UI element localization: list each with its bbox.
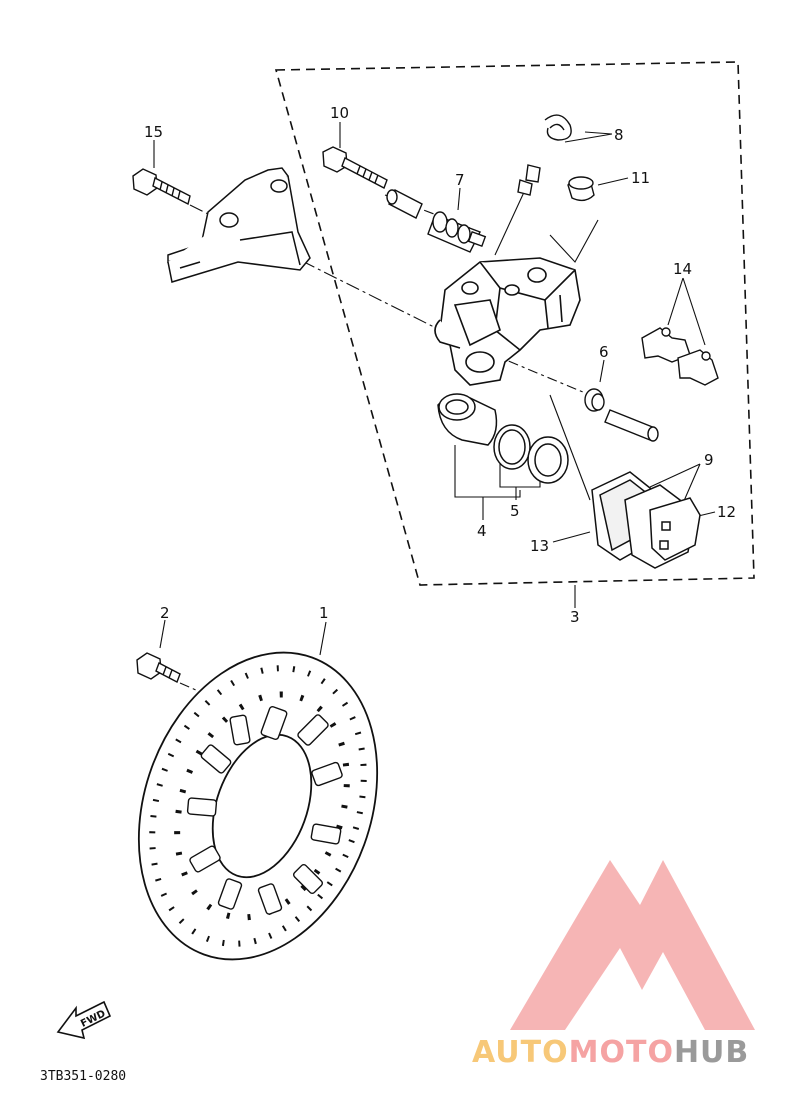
callout-1: 1 xyxy=(319,604,329,622)
callout-4: 4 xyxy=(477,522,487,540)
callout-2: 2 xyxy=(160,604,170,622)
diagram-code: 3TB351-0280 xyxy=(40,1069,126,1084)
callout-labels: 1 2 3 4 5 6 7 8 9 10 11 12 13 14 15 xyxy=(144,104,736,626)
callout-9: 9 xyxy=(704,451,714,469)
watermark-triangle-icon xyxy=(510,860,755,1030)
forward-arrow-icon: FWD xyxy=(56,1000,112,1040)
callout-8: 8 xyxy=(614,126,624,144)
piston-4 xyxy=(437,393,498,446)
pin-6 xyxy=(584,388,659,442)
boot-7 xyxy=(427,211,487,253)
callout-11: 11 xyxy=(631,169,650,187)
watermark-moto: MOTO xyxy=(569,1035,674,1070)
bolt-10 xyxy=(322,146,388,189)
watermark-auto: AUTO xyxy=(472,1035,569,1070)
caliper-body xyxy=(434,257,581,386)
caliper-assembly-boundary xyxy=(274,61,755,586)
callout-5: 5 xyxy=(510,502,520,520)
callout-12: 12 xyxy=(717,503,736,521)
callout-6: 6 xyxy=(599,343,609,361)
bolt-15 xyxy=(132,168,191,206)
cap-11 xyxy=(567,176,595,202)
bleed-screw xyxy=(517,164,541,196)
clip-8 xyxy=(544,114,572,141)
callout-10: 10 xyxy=(330,104,349,122)
callout-3: 3 xyxy=(570,608,580,626)
caliper-bracket xyxy=(167,167,311,283)
brake-pads-9 xyxy=(591,471,701,569)
brake-disc-1 xyxy=(137,651,379,961)
callout-7: 7 xyxy=(455,171,465,189)
pad-clips-14 xyxy=(641,327,719,386)
disc-bolt-2 xyxy=(136,652,181,683)
callout-13: 13 xyxy=(530,537,549,555)
watermark-text: AUTOMOTOHUB xyxy=(472,1035,749,1070)
seals-5 xyxy=(493,424,569,484)
watermark-hub: HUB xyxy=(674,1035,749,1070)
callout-14: 14 xyxy=(673,260,692,278)
watermark-logo xyxy=(510,860,755,1030)
pin-sleeve xyxy=(386,189,423,219)
callout-15: 15 xyxy=(144,123,163,141)
